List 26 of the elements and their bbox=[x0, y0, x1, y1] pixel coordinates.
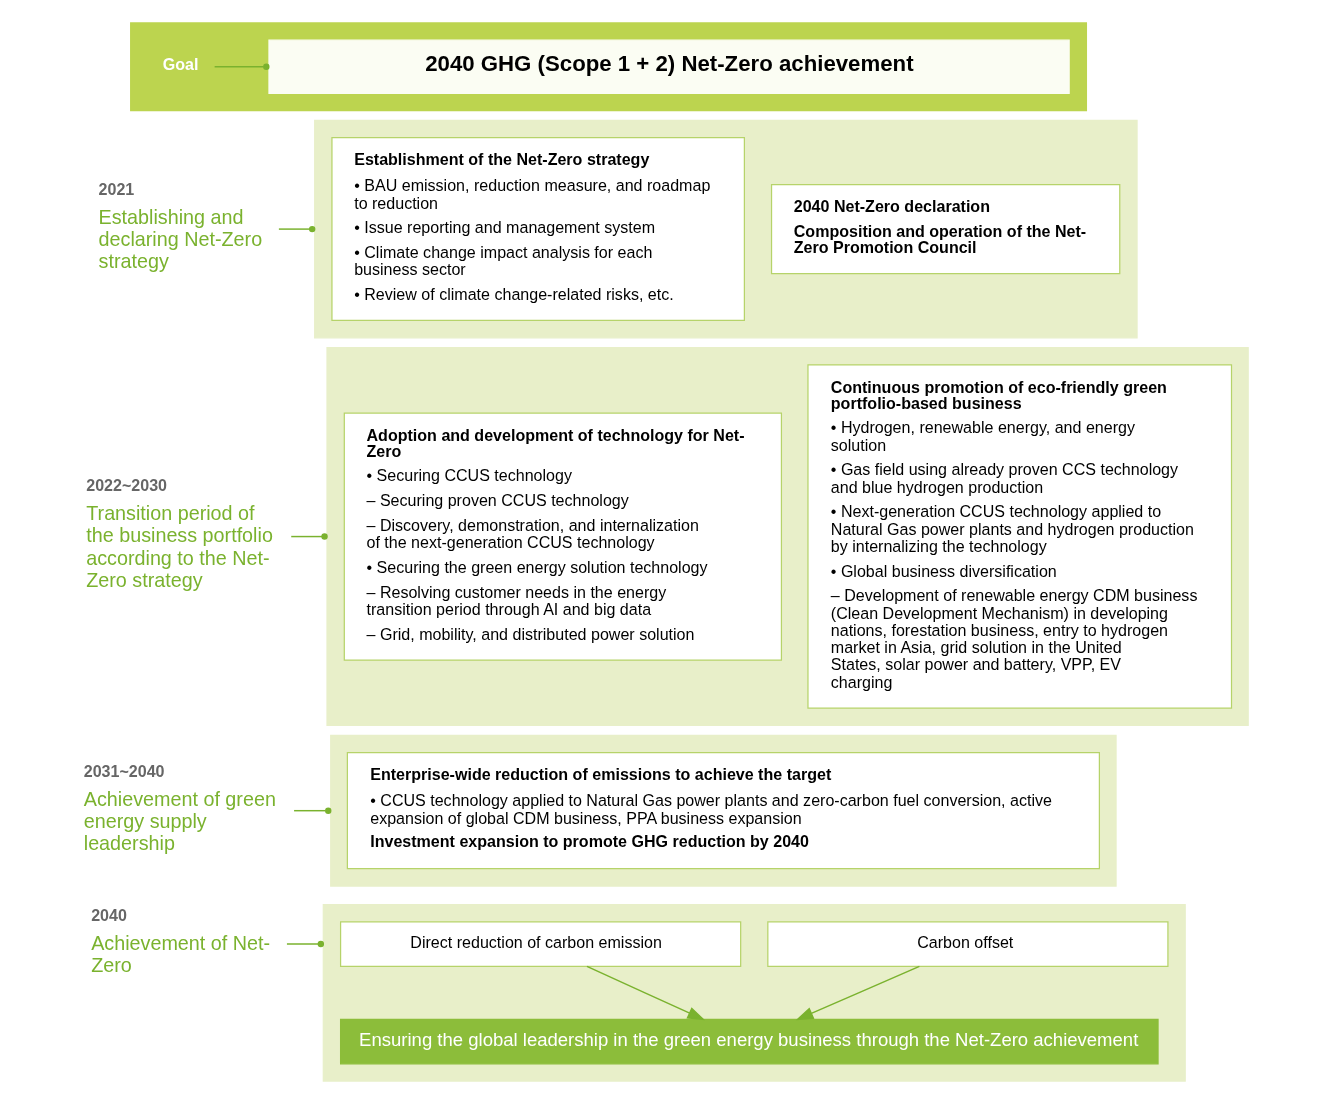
node-box: Continuous promotion of eco-friendly green portfolio-based business • Hydrogen, renewable energy, and energy solution • Gas field using already proven CCS technology and blue hydrogen production • Next-generation CCUS technology applied to Natural Gas power plants and hydrogen production by internalizing the technology • Global business diversification – Development of renewable energy CDM business (Clean Development Mechanism) in developing nations, forestation business, entry to hydrogen market in Asia, grid solution in the United States, solar power and battery, VPP, EV charging bbox=[806, 364, 1232, 709]
node-text: 2021 Establishing and declaring Net-Zero strategy bbox=[98, 180, 262, 273]
connector bbox=[277, 225, 315, 233]
cluster bbox=[313, 119, 1138, 339]
node-text: 2022~2030 Transition period of the business portfolio according to the Net-Zero strategy bbox=[85, 476, 273, 591]
node-box: 2040 GHG (Scope 1 + 2) Net-Zero achievement bbox=[267, 39, 1070, 94]
node-box: Adoption and development of technology for Net-Zero • Securing CCUS technology – Securing proven CCUS technology – Discovery, demonstration, and internalization of the next-generation CCUS technology • Securing the green energy solution technology – Resolving customer needs in the energy transition period through AI and big data – Grid, mobility, and distributed power solution bbox=[343, 412, 782, 661]
connector bbox=[213, 63, 270, 70]
connector bbox=[285, 940, 324, 948]
node-box: Ensuring the global leadership in the green energy business through the Net-Zero achievement bbox=[339, 1018, 1159, 1065]
cluster bbox=[322, 903, 1186, 1082]
node-text: Goal bbox=[162, 54, 198, 73]
connector bbox=[290, 533, 328, 540]
node-box: Enterprise-wide reduction of emissions to achieve the target • CCUS technology applied to Natural Gas power plants and zero-carbon fuel conversion, active expansion of global CDM business, PPA business expansion Investment expansion to promote GHG reduction by 2040 bbox=[346, 752, 1100, 870]
arrow bbox=[795, 965, 920, 1021]
node-box: Direct reduction of carbon emission bbox=[339, 921, 741, 967]
cluster bbox=[129, 22, 1087, 112]
cluster bbox=[329, 734, 1117, 887]
node-text: 2031~2040 Achievement of green energy supply leadership bbox=[83, 761, 276, 854]
node-box: Establishment of the Net-Zero strategy • BAU emission, reduction measure, and roadmap to reduction • Issue reporting and management system • Climate change impact analysis for each business sector • Review of climate change-related risks, etc. bbox=[330, 137, 745, 322]
node-text: 2040 Achievement of Net-Zero bbox=[90, 906, 270, 977]
arrow bbox=[585, 965, 705, 1021]
connector bbox=[292, 807, 331, 814]
node-box: 2040 Net-Zero declaration Composition and operation of the Net-Zero Promotion Council bbox=[770, 184, 1120, 275]
cluster bbox=[325, 347, 1249, 727]
node-box: Carbon offset bbox=[766, 921, 1169, 967]
